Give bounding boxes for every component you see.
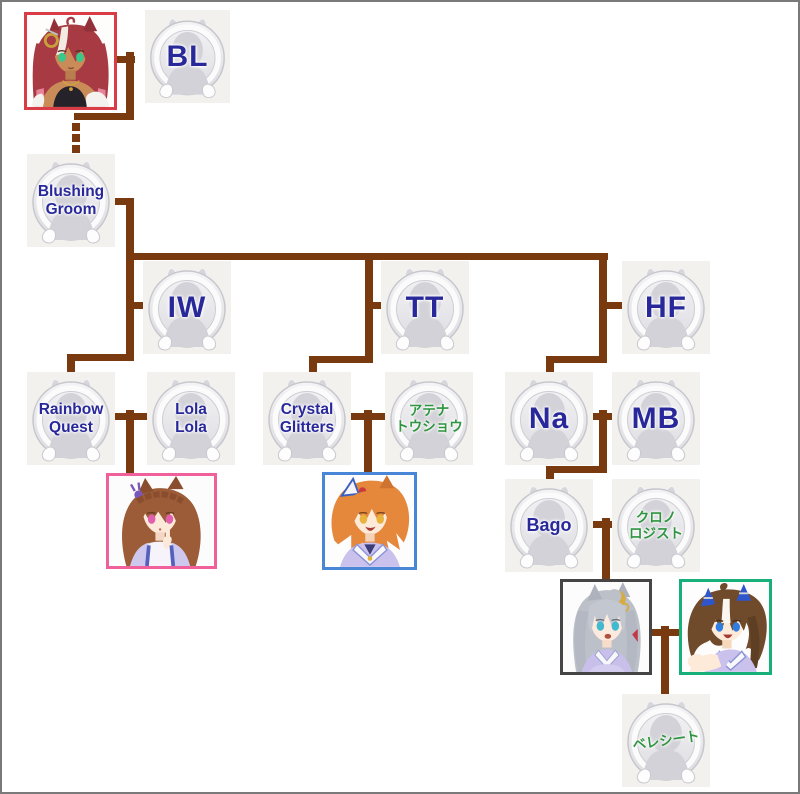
connector-line: [67, 354, 75, 373]
connector-line: [546, 466, 554, 480]
pedigree-node-hf[interactable]: HF: [622, 261, 710, 354]
connector-line: [113, 198, 134, 205]
medal-icon: [622, 261, 710, 354]
portrait-illustration: [563, 582, 649, 672]
medal-icon: [27, 372, 115, 465]
connector-line: [309, 356, 317, 373]
medal-icon: [263, 372, 351, 465]
connector-line: [132, 302, 146, 309]
connector-line: [126, 198, 134, 260]
connector-line: [546, 356, 606, 363]
medal-icon: [505, 372, 593, 465]
connector-line: [365, 253, 373, 363]
pedigree-node-na[interactable]: Na: [505, 372, 593, 465]
connector-line: [599, 253, 607, 363]
connector-line: [126, 410, 134, 474]
connector-line: [67, 354, 133, 361]
portrait-illustration: [27, 15, 114, 107]
pedigree-node-bago[interactable]: Bago: [505, 479, 593, 572]
pedigree-node-tt[interactable]: TT: [381, 261, 469, 354]
medal-icon: [147, 372, 235, 465]
medal-icon: [143, 261, 231, 354]
pedigree-node-blushing-groom[interactable]: Blushing Groom: [27, 154, 115, 247]
medal-icon: [381, 261, 469, 354]
pedigree-node-chrono-logist[interactable]: クロノ ロジスト: [612, 479, 700, 572]
pedigree-node-iw[interactable]: IW: [143, 261, 231, 354]
pedigree-node-mb[interactable]: MB: [612, 372, 700, 465]
connector-line: [546, 466, 607, 473]
portrait-node-green-border[interactable]: [679, 579, 772, 675]
portrait-illustration: [325, 475, 414, 567]
medal-icon: [622, 694, 710, 787]
connector-line: [371, 302, 383, 309]
dotted-connector-segment: [72, 123, 80, 131]
medal-icon: [27, 154, 115, 247]
portrait-node-pink-border[interactable]: [106, 473, 217, 569]
connector-line: [74, 113, 134, 120]
connector-line: [126, 52, 134, 120]
portrait-node-blue-border[interactable]: [322, 472, 417, 570]
medal-icon: [612, 479, 700, 572]
pedigree-node-athena-tosho[interactable]: アテナ トウショウ: [385, 372, 473, 465]
connector-line: [602, 518, 610, 580]
portrait-node-dark-border[interactable]: [560, 579, 652, 675]
medal-icon: [505, 479, 593, 572]
medal-icon: [385, 372, 473, 465]
connector-line: [364, 410, 372, 473]
pedigree-node-bereshit[interactable]: ベレシート: [622, 694, 710, 787]
medal-icon: [145, 10, 230, 103]
dotted-connector-segment: [72, 134, 80, 142]
portrait-illustration: [109, 476, 214, 566]
pedigree-node-bl[interactable]: BL: [145, 10, 230, 103]
portrait-illustration: [682, 582, 769, 672]
connector-line: [605, 302, 624, 309]
medal-icon: [612, 372, 700, 465]
pedigree-node-rainbow-quest[interactable]: Rainbow Quest: [27, 372, 115, 465]
connector-line: [661, 626, 669, 695]
connector-line: [309, 356, 372, 363]
connector-line: [546, 356, 554, 373]
dotted-connector-segment: [72, 145, 80, 153]
pedigree-node-lola-lola[interactable]: Lola Lola: [147, 372, 235, 465]
pedigree-node-crystal-glitters[interactable]: Crystal Glitters: [263, 372, 351, 465]
connector-line: [126, 253, 134, 361]
portrait-node-red-border[interactable]: [24, 12, 117, 110]
connector-line: [599, 410, 607, 470]
